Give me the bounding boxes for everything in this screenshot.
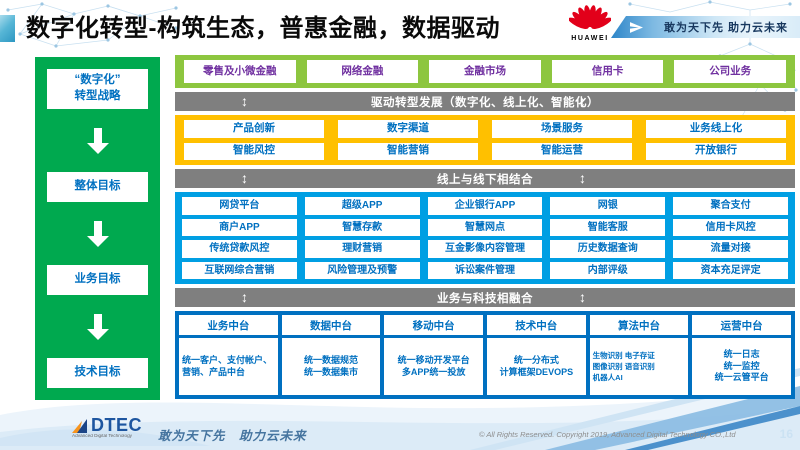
- updown-arrow-icon: ↕: [579, 289, 587, 305]
- channel-cell: 传统贷款风控: [182, 240, 297, 258]
- dtec-subtitle: Advanced Digital Technology: [72, 434, 133, 439]
- platform-content: 统一移动开发平台 多APP统一投放: [384, 338, 483, 395]
- updown-arrow-icon: ↕: [579, 93, 587, 109]
- transformation-cell: 智能营销: [338, 142, 478, 160]
- huawei-flower-icon: [568, 5, 612, 30]
- platform-title: 算法中台: [589, 315, 689, 335]
- channel-systems-block: 网贷平台超级APP 企业银行APP 网银聚合支付 商户APP 智慧存款智慧网点智能客服…: [175, 192, 795, 284]
- business-line-cell: 信用卡: [551, 60, 664, 83]
- band-online-offline: ↕ 线上与线下相结合 ↕: [175, 169, 795, 188]
- platform-title: 数据中台: [281, 315, 381, 335]
- banner-slogan: 敢为天下先 助力云未来: [664, 22, 789, 34]
- architecture-diagram: 零售及小微金融网络金融金融市场信用卡公司业务 ↕ 驱动转型发展（数字化、线上化、…: [175, 55, 795, 399]
- paper-plane-icon: [629, 21, 644, 34]
- updown-arrow-icon: ↕: [241, 93, 249, 109]
- transformation-cell: 智能风控: [184, 142, 324, 160]
- transformation-row: 产品创新数字渠道场景服务业务线上化: [184, 120, 786, 138]
- page-number: 16: [779, 427, 793, 441]
- transformation-cell: 智能运营: [492, 142, 632, 160]
- sidebar-box-overall-goal: 整体目标: [47, 172, 148, 202]
- title-accent-bar: [0, 15, 15, 42]
- dtec-logo: DTEC Advanced Digital Technology: [72, 416, 149, 440]
- channel-cell: 智能客服: [550, 218, 666, 236]
- channel-cell: 超级APP: [304, 197, 420, 215]
- platform-column-operation: 运营中台 统一日志 统一监控 统一云管平台: [692, 315, 791, 395]
- middle-platform-block: 业务中台 统一客户、支付帐户、营销、产品中台 数据中台 统一数据规范 统一数据集…: [175, 311, 795, 399]
- band-drive-transform: ↕ 驱动转型发展（数字化、线上化、智能化） ↕: [175, 92, 795, 111]
- transformation-block: 产品创新数字渠道场景服务业务线上化 智能风控智能营销智能运营开放银行: [175, 115, 795, 165]
- platform-column-business: 业务中台 统一客户、支付帐户、营销、产品中台: [179, 315, 278, 395]
- slogan-banner: 敢为天下先 助力云未来: [611, 16, 800, 38]
- sidebar-box-strategy: “数字化” 转型战略: [47, 69, 148, 109]
- huawei-wordmark: HUAWEI: [571, 35, 609, 42]
- platform-column-mobile: 移动中台 统一移动开发平台 多APP统一投放: [384, 315, 483, 395]
- strategy-sidebar: “数字化” 转型战略 整体目标 业务目标 技术目标: [35, 57, 160, 400]
- footer-slogan: 敢为天下先 助力云未来: [158, 429, 307, 443]
- down-arrow-icon: [86, 127, 109, 154]
- platform-content: 生物识别 电子存证 图像识别 语音识别 机器人AI: [589, 338, 689, 395]
- channel-cell: 商户APP: [182, 218, 297, 236]
- sidebar-box-business-goal: 业务目标: [47, 265, 148, 295]
- channel-cell: 信用卡风控: [673, 218, 788, 236]
- transformation-cell: 数字渠道: [338, 120, 478, 138]
- transformation-cell: 业务线上化: [646, 120, 786, 138]
- transformation-row: 智能风控智能营销智能运营开放银行: [184, 142, 786, 160]
- platform-content: 统一分布式 计算框架DEVOPS: [486, 338, 586, 395]
- channel-cell: 智慧存款: [304, 218, 420, 236]
- channel-cell: 内部评级: [550, 261, 666, 279]
- platform-column-tech: 技术中台 统一分布式 计算框架DEVOPS: [486, 315, 586, 395]
- channel-cell: 诉讼案件管理: [427, 261, 543, 279]
- platform-content: 统一日志 统一监控 统一云管平台: [692, 338, 791, 395]
- updown-arrow-icon: ↕: [241, 289, 249, 305]
- business-line-row: 零售及小微金融网络金融金融市场信用卡公司业务: [175, 55, 795, 88]
- band-biz-tech-label: 业务与科技相融合: [437, 292, 533, 305]
- updown-arrow-icon: ↕: [241, 170, 249, 186]
- channel-cell: 历史数据查询: [550, 240, 666, 258]
- dtec-wordmark: DTEC: [91, 415, 142, 435]
- huawei-logo: HUAWEI: [567, 3, 613, 42]
- platform-column-algorithm: 算法中台 生物识别 电子存证 图像识别 语音识别 机器人AI: [589, 315, 689, 395]
- business-line-cell: 网络金融: [306, 60, 419, 83]
- platform-title: 运营中台: [692, 315, 791, 335]
- channel-cell: 网银: [550, 197, 666, 215]
- channel-row: 商户APP 智慧存款智慧网点智能客服信用卡风控: [182, 218, 788, 236]
- platform-column-data: 数据中台 统一数据规范 统一数据集市: [281, 315, 381, 395]
- channel-row: 传统贷款风控理财营销互金影像内容管理历史数据查询流量对接: [182, 240, 788, 258]
- transformation-cell: 开放银行: [646, 142, 786, 160]
- channel-cell: 流量对接: [673, 240, 788, 258]
- channel-row: 网贷平台超级APP 企业银行APP 网银聚合支付: [182, 197, 788, 215]
- transformation-cell: 产品创新: [184, 120, 324, 138]
- business-line-cell: 零售及小微金融: [184, 60, 296, 83]
- platform-content: 统一客户、支付帐户、营销、产品中台: [179, 338, 278, 395]
- platform-content: 统一数据规范 统一数据集市: [281, 338, 381, 395]
- channel-cell: 资本充足评定: [673, 261, 788, 279]
- band-drive-label: 驱动转型发展（数字化、线上化、智能化）: [371, 96, 599, 109]
- down-arrow-icon: [86, 220, 109, 247]
- dtec-mark-icon: [72, 419, 87, 433]
- transformation-cell: 场景服务: [492, 120, 632, 138]
- channel-cell: 理财营销: [304, 240, 420, 258]
- channel-cell: 风险管理及预警: [304, 261, 420, 279]
- channel-row: 互联网综合营销风险管理及预警诉讼案件管理内部评级资本充足评定: [182, 261, 788, 279]
- band-biz-tech: ↕ 业务与科技相融合 ↕: [175, 288, 795, 307]
- platform-title: 技术中台: [486, 315, 586, 335]
- page-title: 数字化转型-构筑生态，普惠金融，数据驱动: [26, 15, 500, 42]
- channel-cell: 网贷平台: [182, 197, 297, 215]
- channel-cell: 聚合支付: [673, 197, 788, 215]
- platform-title: 移动中台: [384, 315, 483, 335]
- sidebar-box-tech-goal: 技术目标: [47, 358, 148, 388]
- channel-cell: 互金影像内容管理: [427, 240, 543, 258]
- updown-arrow-icon: ↕: [579, 170, 587, 186]
- channel-cell: 企业银行APP: [427, 197, 543, 215]
- channel-cell: 互联网综合营销: [182, 261, 297, 279]
- channel-cell: 智慧网点: [427, 218, 543, 236]
- business-line-cell: 公司业务: [674, 60, 786, 83]
- down-arrow-icon: [86, 313, 109, 340]
- copyright-text: © All Rights Reserved. Copyright 2019, A…: [479, 430, 736, 439]
- platform-title: 业务中台: [179, 315, 278, 335]
- band-online-offline-label: 线上与线下相结合: [437, 173, 533, 186]
- business-line-cell: 金融市场: [429, 60, 541, 83]
